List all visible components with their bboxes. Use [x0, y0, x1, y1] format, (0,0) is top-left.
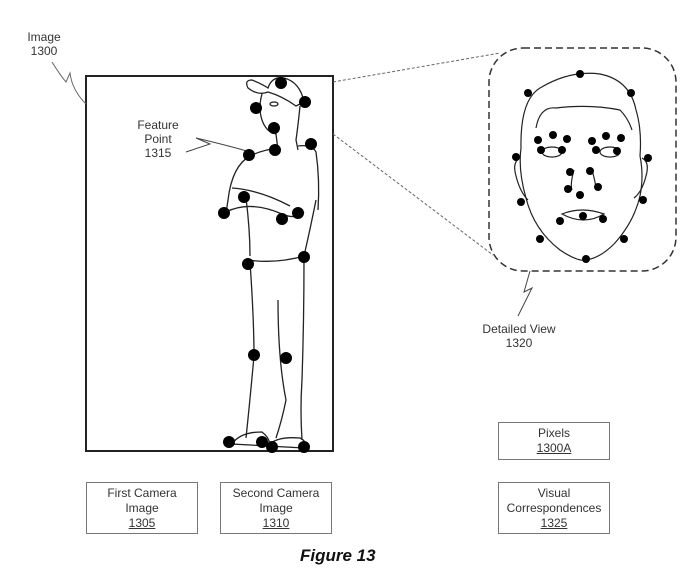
feature-point: [549, 131, 557, 139]
feature-point: [266, 441, 278, 453]
feature-point: [292, 207, 304, 219]
pixels-ref: 1300A: [536, 441, 572, 455]
feature-point: [563, 135, 571, 143]
feature-point: [576, 70, 584, 78]
feature-point: [299, 96, 311, 108]
first-camera-line1: First Camera: [107, 485, 177, 500]
second-camera-ref: 1310: [262, 515, 290, 530]
feature-point: [620, 235, 628, 243]
first-camera-image-box: First Camera Image 1305: [86, 482, 198, 534]
detailed-view-leader-line: [517, 270, 534, 317]
feature-point: [269, 144, 281, 156]
feature-point-label-line2: Point: [144, 132, 172, 146]
feature-point: [537, 146, 545, 154]
feature-point: [298, 441, 310, 453]
feature-point: [588, 137, 596, 145]
feature-point: [534, 136, 542, 144]
feature-point: [599, 215, 607, 223]
feature-point: [586, 167, 594, 175]
feature-point: [248, 349, 260, 361]
pixels-line1: Pixels: [537, 426, 570, 440]
feature-point-label-ref: 1315: [144, 146, 172, 160]
visual-correspondences-line2: Correspondences: [506, 500, 602, 515]
projection-line-top: [332, 52, 501, 83]
face-feature-points: [512, 70, 652, 263]
second-camera-image-box: Second Camera Image 1310: [220, 482, 332, 534]
feature-point: [594, 183, 602, 191]
image-label-text: Image: [27, 30, 61, 44]
feature-point: [582, 255, 590, 263]
image-label: Image 1300: [22, 30, 66, 58]
feature-point: [627, 89, 635, 97]
face-outline: [514, 72, 648, 261]
feature-point: [644, 154, 652, 162]
feature-point: [564, 185, 572, 193]
feature-point-label: Feature Point 1315: [128, 118, 188, 160]
image-frame: [85, 75, 334, 452]
feature-point: [566, 168, 574, 176]
detailed-view-label: Detailed View 1320: [474, 322, 564, 350]
feature-point: [280, 352, 292, 364]
visual-correspondences-ref: 1325: [540, 515, 568, 530]
feature-point: [576, 191, 584, 199]
visual-correspondences-box: Visual Correspondences 1325: [498, 482, 610, 534]
feature-point: [268, 122, 280, 134]
feature-point: [512, 153, 520, 161]
feature-point: [276, 213, 288, 225]
feature-point-label-line1: Feature: [137, 118, 179, 132]
projection-line-bottom: [332, 133, 494, 256]
feature-point: [242, 258, 254, 270]
pixels-box: Pixels 1300A: [498, 422, 610, 460]
visual-correspondences-line1: Visual: [537, 485, 571, 500]
feature-point: [238, 191, 250, 203]
feature-point: [639, 196, 647, 204]
feature-point: [579, 212, 587, 220]
feature-point: [218, 207, 230, 219]
feature-point: [602, 132, 610, 140]
detailed-view-frame: [488, 47, 677, 272]
first-camera-ref: 1305: [128, 515, 156, 530]
feature-point: [617, 134, 625, 142]
feature-point: [305, 138, 317, 150]
image-label-ref: 1300: [30, 44, 58, 58]
feature-point: [517, 198, 525, 206]
feature-point: [524, 89, 532, 97]
second-camera-line2: Image: [259, 500, 293, 515]
feature-point: [275, 77, 287, 89]
feature-point: [613, 147, 621, 155]
first-camera-line2: Image: [125, 500, 159, 515]
detailed-view-label-text: Detailed View: [482, 322, 556, 336]
feature-point: [536, 235, 544, 243]
feature-point: [298, 251, 310, 263]
detailed-view-label-ref: 1320: [505, 336, 533, 350]
body-feature-points: [218, 77, 317, 453]
feature-point: [243, 149, 255, 161]
feature-point: [223, 436, 235, 448]
feature-point: [256, 436, 268, 448]
image-leader-line: [51, 61, 87, 105]
second-camera-line1: Second Camera: [232, 485, 320, 500]
feature-point: [556, 217, 564, 225]
feature-point: [250, 102, 262, 114]
figure-caption: Figure 13: [300, 546, 376, 565]
feature-point: [558, 146, 566, 154]
feature-point: [592, 146, 600, 154]
feature-point-leader-line: [185, 137, 251, 153]
